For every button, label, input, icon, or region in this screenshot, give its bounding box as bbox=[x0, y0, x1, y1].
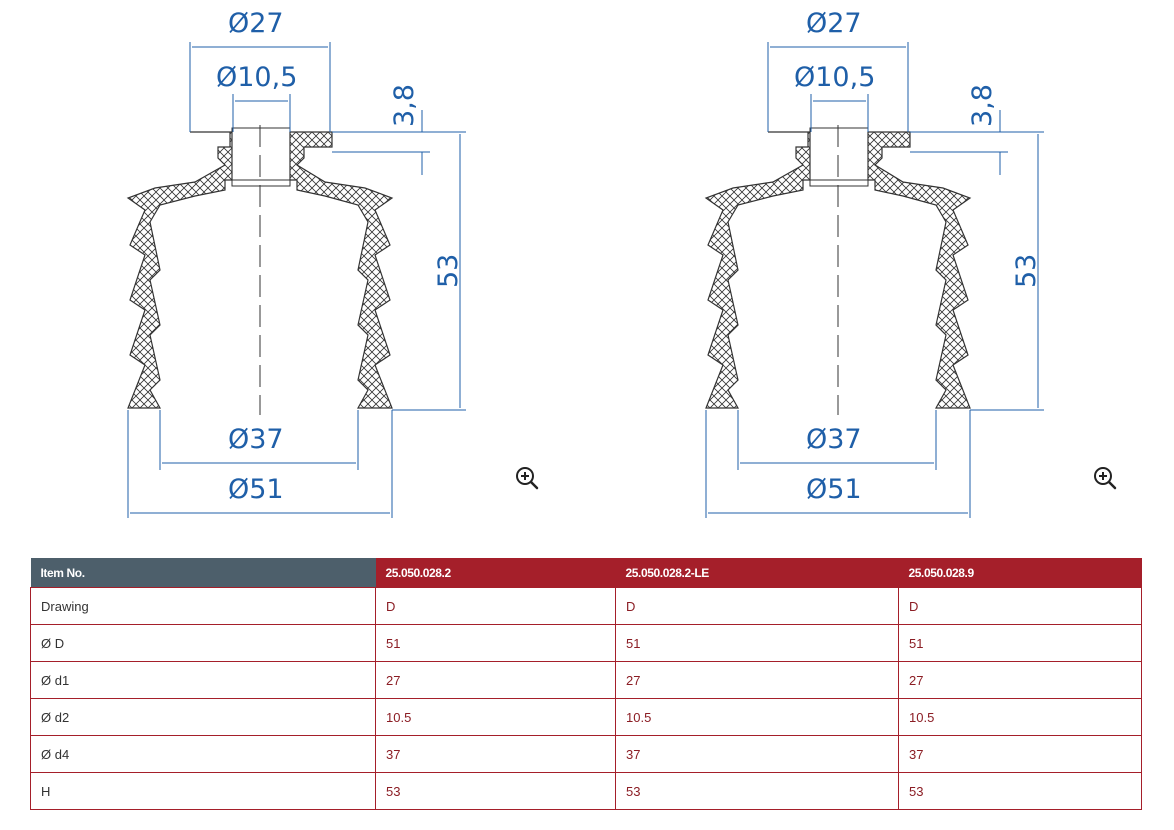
table-cell: 53 bbox=[898, 772, 1142, 810]
row-label: Ø d1 bbox=[30, 661, 376, 699]
dim-d1-label: Ø27 bbox=[806, 8, 862, 39]
table-cell: 37 bbox=[898, 735, 1142, 773]
table-cell: 27 bbox=[898, 661, 1142, 699]
dim-d-label: Ø51 bbox=[806, 474, 862, 505]
dim-d2-label: Ø10,5 bbox=[216, 62, 297, 93]
table-row: Ø d4 37 37 37 bbox=[30, 735, 1142, 773]
row-label: Drawing bbox=[30, 587, 376, 625]
bellows-wall-left bbox=[126, 131, 233, 409]
dim-d2-label: Ø10,5 bbox=[794, 62, 875, 93]
dim-h-label: 53 bbox=[1011, 254, 1042, 288]
table-cell: 27 bbox=[615, 661, 899, 699]
table-cell: 37 bbox=[615, 735, 899, 773]
dim-d4-label: Ø37 bbox=[806, 424, 862, 455]
specs-table: Item No. 25.050.028.2 25.050.028.2-LE 25… bbox=[30, 558, 1142, 810]
dim-d4-label: Ø37 bbox=[228, 424, 284, 455]
table-header-row: Item No. 25.050.028.2 25.050.028.2-LE 25… bbox=[30, 558, 1142, 588]
dim-d-label: Ø51 bbox=[228, 474, 284, 505]
table-cell: 10.5 bbox=[375, 698, 616, 736]
column-header: 25.050.028.9 bbox=[898, 558, 1142, 588]
row-label: Ø D bbox=[30, 624, 376, 662]
table-cell: 51 bbox=[375, 624, 616, 662]
drawing-left: Ø27 Ø10,5 3,8 53 Ø37 Ø51 bbox=[100, 0, 540, 530]
table-cell: 51 bbox=[615, 624, 899, 662]
row-label: H bbox=[30, 772, 376, 810]
zoom-in-icon[interactable] bbox=[1092, 465, 1118, 491]
table-cell: 10.5 bbox=[615, 698, 899, 736]
table-cell: 27 bbox=[375, 661, 616, 699]
table-row: H 53 53 53 bbox=[30, 772, 1142, 810]
table-row: Drawing D D D bbox=[30, 587, 1142, 625]
table-cell: D bbox=[898, 587, 1142, 625]
column-header: 25.050.028.2-LE bbox=[615, 558, 899, 588]
bellows-wall-left bbox=[704, 131, 811, 409]
item-no-header: Item No. bbox=[30, 558, 376, 588]
table-cell: D bbox=[375, 587, 616, 625]
table-row: Ø D 51 51 51 bbox=[30, 624, 1142, 662]
dim-h-label: 53 bbox=[433, 254, 464, 288]
column-header: 25.050.028.2 bbox=[375, 558, 616, 588]
dim-t-label: 3,8 bbox=[389, 84, 420, 127]
table-cell: 51 bbox=[898, 624, 1142, 662]
row-label: Ø d4 bbox=[30, 735, 376, 773]
dim-t-label: 3,8 bbox=[967, 84, 998, 127]
zoom-in-icon[interactable] bbox=[514, 465, 540, 491]
table-cell: 53 bbox=[615, 772, 899, 810]
dim-d1-label: Ø27 bbox=[228, 8, 284, 39]
table-cell: 10.5 bbox=[898, 698, 1142, 736]
table-cell: 37 bbox=[375, 735, 616, 773]
table-row: Ø d1 27 27 27 bbox=[30, 661, 1142, 699]
table-cell: D bbox=[615, 587, 899, 625]
table-cell: 53 bbox=[375, 772, 616, 810]
row-label: Ø d2 bbox=[30, 698, 376, 736]
bellows-wall-right bbox=[867, 131, 972, 409]
bellows-wall-right bbox=[289, 131, 394, 409]
table-row: Ø d2 10.5 10.5 10.5 bbox=[30, 698, 1142, 736]
drawing-right: Ø27 Ø10,5 3,8 53 Ø37 Ø51 bbox=[678, 0, 1118, 530]
